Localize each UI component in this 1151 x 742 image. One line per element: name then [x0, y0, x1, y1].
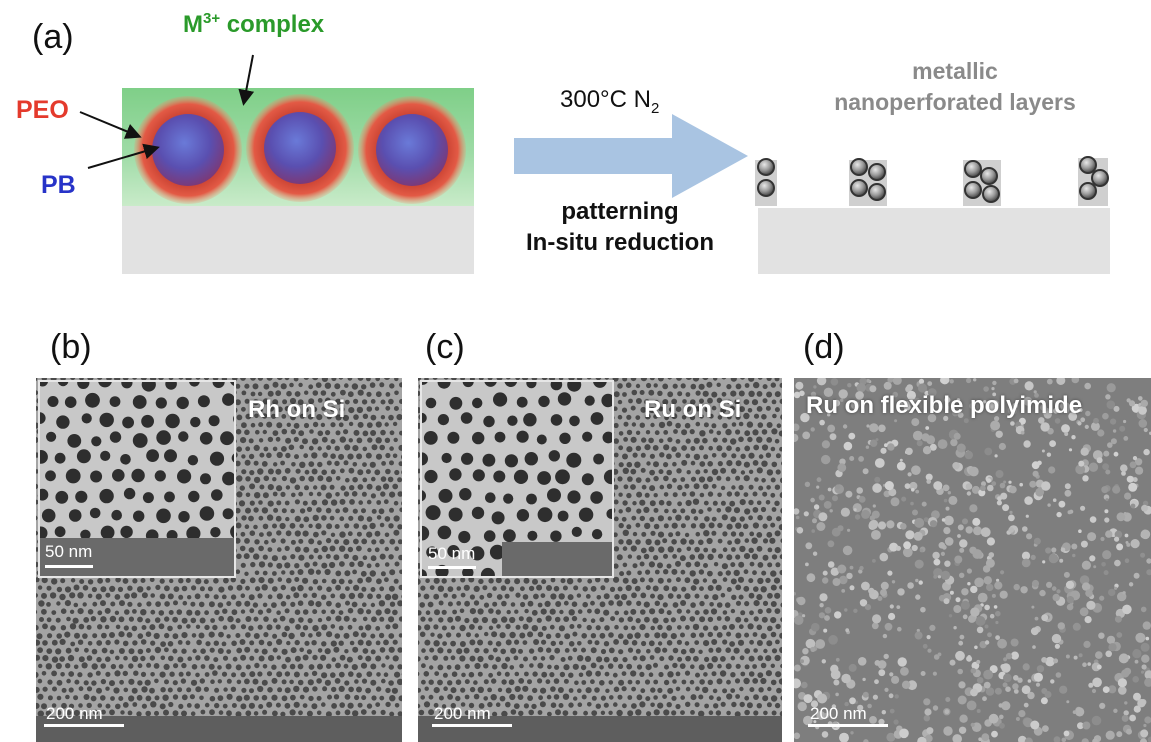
peo-pointer [79, 111, 142, 139]
scalebar-d [808, 724, 888, 727]
sem-image-d: Ru on flexible polyimide 200 nm [794, 378, 1151, 742]
scalebar-b [44, 724, 124, 727]
inset-scalebar-c [428, 566, 476, 569]
micelle-1 [134, 96, 242, 204]
m-complex-sup: 3+ [203, 10, 221, 27]
cluster-2 [849, 158, 887, 206]
micelles [134, 94, 466, 204]
micelle-3 [358, 96, 466, 204]
m-complex-label: M3+ complex [183, 10, 324, 39]
inset-c: 50 nm [420, 380, 614, 578]
substrate-left [122, 206, 474, 274]
pb-pointer [87, 143, 160, 169]
process-arrow [514, 114, 748, 198]
pointer-arrows [79, 54, 255, 169]
scale-label-d: 200 nm [810, 704, 867, 723]
scalebar-c [432, 724, 512, 727]
inset-scalebar-b [45, 565, 93, 568]
scale-label-c: 200 nm [434, 704, 491, 723]
panel-c-label: (c) [425, 328, 465, 366]
sem-image-b: 50 nm Rh on Si 200 nm [36, 378, 402, 742]
panel-b-label: (b) [50, 328, 92, 366]
cluster-3 [963, 160, 1001, 206]
substrate-right [758, 208, 1110, 274]
substrate-edge-c [418, 716, 782, 742]
process-line-2: In-situ reduction [526, 229, 714, 256]
process-line-1: patterning [561, 198, 679, 225]
cluster-1 [755, 158, 777, 206]
inset-edge-b [40, 538, 234, 576]
m-complex-base: M [183, 11, 203, 38]
result-line-2: nanoperforated layers [834, 89, 1076, 115]
inset-scale-label-b: 50 nm [45, 542, 93, 561]
sem-image-c: 50 nm Ru on Si 200 nm [418, 378, 782, 742]
substrate-edge-b [36, 716, 402, 742]
process-label: patterning In-situ reduction [500, 196, 740, 258]
caption-d: Ru on flexible polyimide [806, 392, 1083, 419]
panel-a-label: (a) [32, 18, 74, 56]
condition-base: 300°C N [560, 86, 651, 113]
inset-scale-label-c: 50 nm [428, 544, 476, 563]
micelle-2 [246, 94, 354, 202]
result-label: metallic nanoperforated layers [780, 56, 1130, 118]
cluster-4 [1078, 156, 1109, 206]
peo-label: PEO [16, 96, 69, 124]
caption-c: Ru on Si [644, 396, 742, 423]
pb-label: PB [41, 171, 76, 199]
m-complex-rest: complex [220, 11, 325, 38]
result-line-1: metallic [912, 58, 998, 84]
condition-label: 300°C N2 [560, 86, 659, 117]
condition-sub: 2 [650, 99, 660, 117]
scale-label-b: 200 nm [46, 704, 103, 723]
caption-b: Rh on Si [248, 396, 346, 423]
inset-b: 50 nm [38, 380, 236, 578]
grain-pattern-d [794, 378, 1151, 742]
m-complex-pointer [238, 54, 255, 106]
panel-d-label: (d) [803, 328, 845, 366]
inset-edge-c [502, 542, 612, 576]
metal-clusters [755, 156, 1109, 206]
